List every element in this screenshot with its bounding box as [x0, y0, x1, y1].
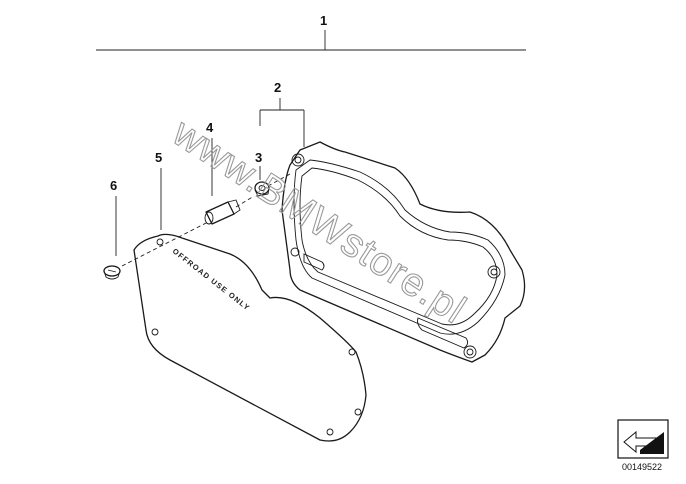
callout-2: 2	[274, 80, 281, 95]
instrument-housing	[281, 141, 526, 363]
catalog-number: 00149522	[622, 462, 662, 472]
callout-6: 6	[110, 178, 117, 193]
assembly-dashline-pin	[235, 195, 255, 208]
assembly-dashline-screw	[121, 221, 209, 267]
pin-part	[204, 199, 241, 225]
arrow-box-icon	[617, 419, 669, 459]
callout-1: 1	[320, 13, 327, 28]
grommet-part	[254, 181, 270, 197]
callout-5: 5	[155, 150, 162, 165]
callout-4: 4	[206, 120, 214, 135]
callout-3: 3	[255, 150, 262, 165]
screw-part	[103, 265, 121, 280]
cover-embossed-text: OFFROAD USE ONLY	[171, 246, 252, 312]
cover-plate: OFFROAD USE ONLY	[133, 233, 367, 442]
